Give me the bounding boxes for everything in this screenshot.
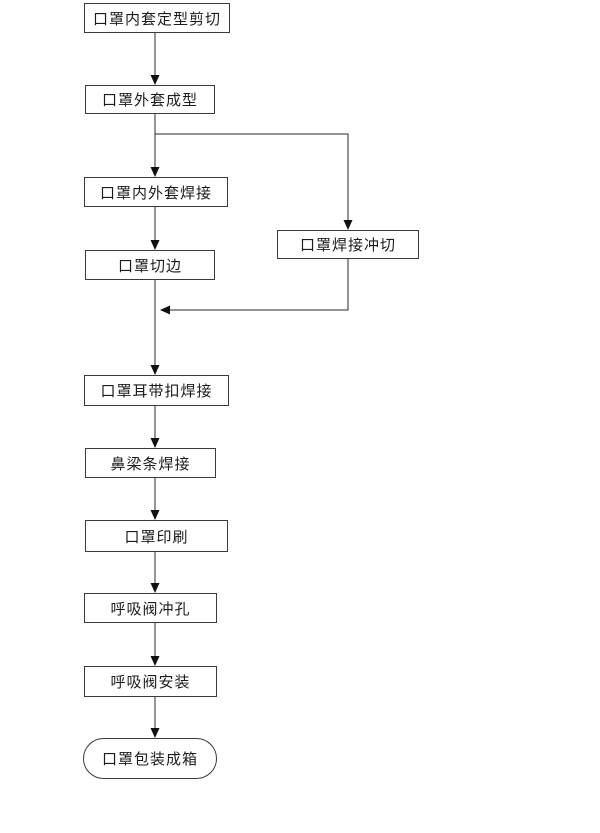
arrowhead-down-icon: [150, 365, 160, 375]
arrowhead-left-icon: [160, 305, 170, 315]
node-ear-strap-welding: 口罩耳带扣焊接: [84, 375, 229, 406]
arrowhead-down-icon: [150, 728, 160, 738]
node-mask-printing: 口罩印刷: [85, 520, 228, 552]
node-inner-outer-welding: 口罩内外套焊接: [84, 177, 228, 207]
node-valve-punching: 呼吸阀冲孔: [84, 593, 217, 623]
node-outer-cover-forming: 口罩外套成型: [85, 85, 215, 114]
node-inner-cover-shaping-cut: 口罩内套定型剪切: [84, 3, 230, 33]
arrowhead-down-icon: [150, 510, 160, 520]
arrowhead-down-icon: [150, 583, 160, 593]
arrowhead-down-icon: [150, 438, 160, 448]
arrowhead-down-icon: [150, 656, 160, 666]
arrowhead-down-icon: [343, 220, 353, 230]
arrowhead-down-icon: [150, 75, 160, 85]
edge-weld-punching-merge: [161, 259, 349, 311]
node-nose-bridge-welding: 鼻梁条焊接: [85, 448, 216, 478]
node-edge-trimming: 口罩切边: [85, 250, 215, 280]
arrowhead-down-icon: [150, 240, 160, 250]
edge-forming-to-weld-punching: [155, 133, 349, 229]
node-packing-terminal: 口罩包装成箱: [83, 738, 217, 779]
arrowhead-down-icon: [150, 167, 160, 177]
node-weld-punching: 口罩焊接冲切: [277, 230, 419, 259]
node-valve-installation: 呼吸阀安装: [84, 666, 217, 697]
